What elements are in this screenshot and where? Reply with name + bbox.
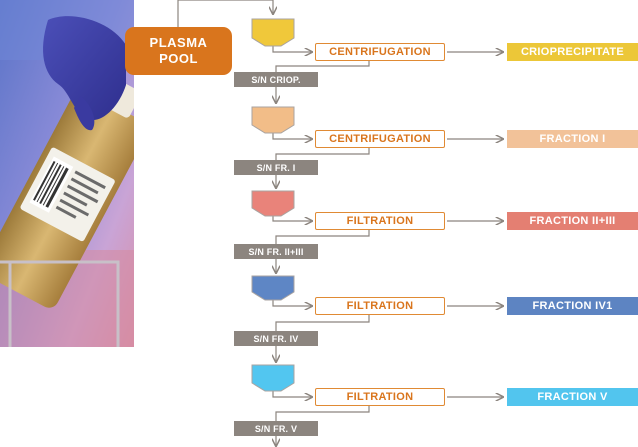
vessel-icon <box>251 18 295 47</box>
process-4-to-supernatant-4-connector <box>275 314 370 331</box>
vessel-1-to-process-1-connector <box>272 45 312 52</box>
fraction-label: FRACTION V <box>507 388 638 406</box>
vessel-icon <box>251 106 295 134</box>
supernatant-tag: S/N CRIOP. <box>234 72 318 87</box>
fraction-label: FRACTION II+III <box>507 212 638 230</box>
vessel-5-to-process-5-connector <box>272 390 312 397</box>
process-3-to-supernatant-3-connector <box>275 229 370 244</box>
pool-to-first-vessel-connector <box>177 0 273 27</box>
vessel-icon <box>251 364 295 392</box>
vessel-4-to-process-4-connector <box>272 299 312 306</box>
fraction-label: FRACTION IV1 <box>507 297 638 315</box>
vessel-icon <box>251 190 295 217</box>
plasma-pool-label-line1: PLASMA <box>149 35 208 50</box>
process-step-box: FILTRATION <box>315 388 445 406</box>
fraction-label: CRIOPRECIPITATE <box>507 43 638 61</box>
process-step-box: FILTRATION <box>315 297 445 315</box>
supernatant-tag: S/N FR. I <box>234 160 318 175</box>
process-2-to-supernatant-2-connector <box>275 147 370 160</box>
supernatant-tag: S/N FR. V <box>234 421 318 436</box>
plasma-pool-label-line2: POOL <box>159 51 198 66</box>
supernatant-tag: S/N FR. II+III <box>234 244 318 259</box>
process-1-to-supernatant-1-connector <box>275 60 370 72</box>
process-5-to-supernatant-5-connector <box>275 405 370 421</box>
plasma-bottle-photo <box>0 0 134 347</box>
supernatant-tag: S/N FR. IV <box>234 331 318 346</box>
fraction-label: FRACTION I <box>507 130 638 148</box>
process-step-box: CENTRIFUGATION <box>315 43 445 61</box>
vessel-icon <box>251 275 295 301</box>
process-step-box: CENTRIFUGATION <box>315 130 445 148</box>
process-step-box: FILTRATION <box>315 212 445 230</box>
plasma-pool-box: PLASMA POOL <box>125 27 232 75</box>
vessel-2-to-process-2-connector <box>272 132 312 139</box>
vessel-3-to-process-3-connector <box>272 215 312 221</box>
